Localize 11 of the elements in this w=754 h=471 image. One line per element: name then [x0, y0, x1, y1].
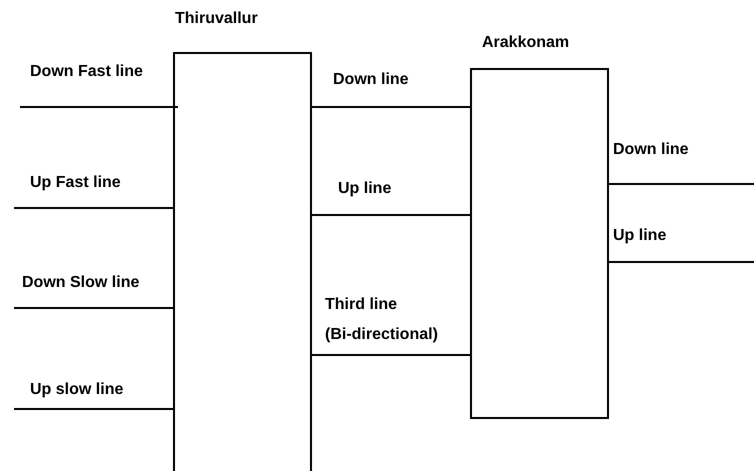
track-line	[14, 207, 173, 209]
track-line	[312, 354, 470, 356]
track-line	[14, 408, 173, 410]
track-line	[20, 106, 178, 108]
station-name: Thiruvallur	[175, 10, 258, 28]
track-line	[312, 106, 470, 108]
track-line	[14, 307, 173, 309]
track-line	[609, 261, 754, 263]
track-line	[312, 214, 470, 216]
track-line	[609, 183, 754, 185]
station-name: Arakkonam	[482, 34, 570, 52]
